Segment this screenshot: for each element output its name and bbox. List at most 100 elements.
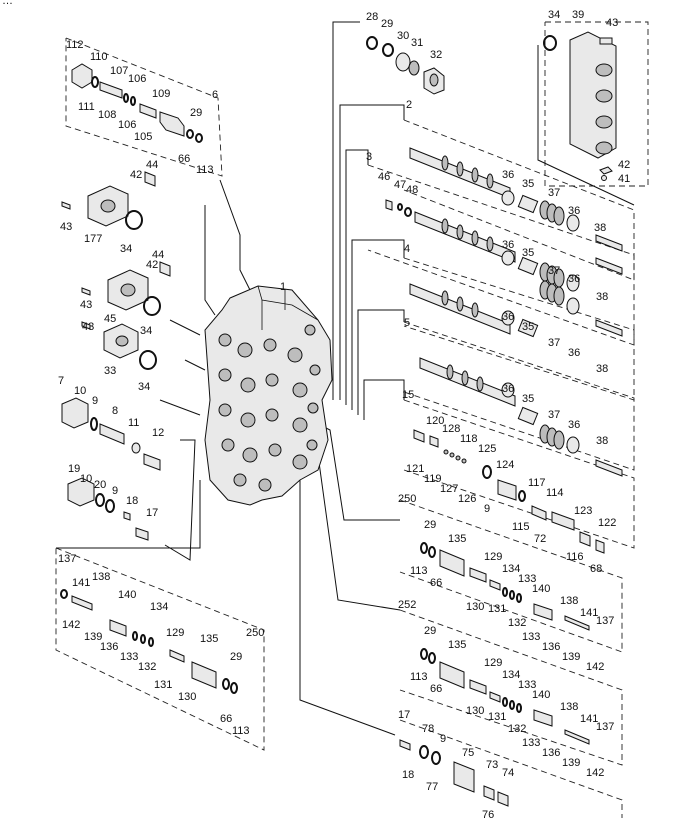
part-label: 36 xyxy=(568,273,580,285)
assembly-boxes xyxy=(55,21,649,818)
box-250-left xyxy=(55,547,265,751)
part-label: 130 xyxy=(466,601,484,613)
part-label: 120 xyxy=(426,415,444,427)
part-label: 131 xyxy=(154,679,172,691)
part-label: 138 xyxy=(560,701,578,713)
part-label: 31 xyxy=(411,37,423,49)
valve-19 xyxy=(67,477,149,541)
part-label: 129 xyxy=(484,657,502,669)
part-label: 29 xyxy=(381,18,393,30)
part-label: 75 xyxy=(462,747,474,759)
part-label: 17 xyxy=(398,709,410,721)
part-label: 117 xyxy=(528,477,546,489)
group-250-left xyxy=(60,589,238,694)
part-label: 177 xyxy=(84,233,102,245)
part-label: 77 xyxy=(426,781,438,793)
part-label: 142 xyxy=(586,661,604,673)
part-label: 42 xyxy=(146,259,158,271)
part-label: 137 xyxy=(58,553,76,565)
part-label: 141 xyxy=(72,577,90,589)
part-label: 34 xyxy=(140,325,152,337)
part-label: 133 xyxy=(518,679,536,691)
part-label: 38 xyxy=(596,435,608,447)
part-label: 44 xyxy=(152,249,164,261)
part-label: 140 xyxy=(532,689,550,701)
part-label: 35 xyxy=(522,178,534,190)
part-label: 68 xyxy=(590,563,602,575)
part-label: 29 xyxy=(190,107,202,119)
part-label: 37 xyxy=(548,265,560,277)
part-label: 115 xyxy=(512,521,530,533)
part-label: 2 xyxy=(406,99,412,111)
part-label: 9 xyxy=(112,485,118,497)
part-label: 11 xyxy=(128,417,139,429)
part-label: 135 xyxy=(448,533,466,545)
part-label: 134 xyxy=(150,601,168,613)
box-spool-3 xyxy=(367,164,635,346)
part-label: 42 xyxy=(130,169,142,181)
part-label: 76 xyxy=(482,809,494,821)
part-label: 73 xyxy=(486,759,498,771)
spool-4 xyxy=(409,280,623,338)
part-label: 36 xyxy=(568,347,580,359)
valve-body: 1 xyxy=(204,281,333,506)
part-label: 129 xyxy=(166,627,184,639)
part-label: 6 xyxy=(212,89,218,101)
box-15 xyxy=(403,399,635,549)
part-label: 126 xyxy=(458,493,476,505)
part-label: 12 xyxy=(152,427,164,439)
valve-7 xyxy=(61,397,161,471)
box-252 xyxy=(399,609,623,766)
part-label: 129 xyxy=(484,551,502,563)
part-label: 9 xyxy=(92,395,98,407)
part-label: 43 xyxy=(60,221,72,233)
part-label: 34 xyxy=(548,9,560,21)
part-label: 136 xyxy=(100,641,118,653)
part-label: 105 xyxy=(134,131,152,143)
part-label: 37 xyxy=(548,409,560,421)
part-label: 142 xyxy=(586,767,604,779)
part-label: 28 xyxy=(366,11,378,23)
part-label: 38 xyxy=(596,363,608,375)
box-relief-valve-6 xyxy=(65,37,223,177)
part-label: 42 xyxy=(618,159,630,171)
part-label: 140 xyxy=(118,589,136,601)
part-label: 134 xyxy=(502,669,520,681)
part-label: 132 xyxy=(508,723,526,735)
part-label: 113 xyxy=(196,164,214,176)
part-label: 66 xyxy=(220,713,232,725)
part-label: 136 xyxy=(542,747,560,759)
part-label: 109 xyxy=(152,88,170,100)
part-label: 10 xyxy=(74,385,86,397)
part-label: 44 xyxy=(146,159,158,171)
part-label: 43 xyxy=(80,299,92,311)
routing-lines xyxy=(56,21,635,736)
part-label: 66 xyxy=(430,577,442,589)
group-15 xyxy=(413,429,605,554)
valve-body-ports xyxy=(218,324,321,492)
top-cap-group xyxy=(366,36,445,95)
part-label: 137 xyxy=(596,721,614,733)
label-body: 1 xyxy=(280,281,286,293)
part-label: 36 xyxy=(502,239,514,251)
part-label: 35 xyxy=(522,393,534,405)
part-label: 37 xyxy=(548,187,560,199)
part-label: 78 xyxy=(422,723,434,735)
part-label: 29 xyxy=(424,519,436,531)
part-label: 135 xyxy=(448,639,466,651)
part-label: 123 xyxy=(574,505,592,517)
part-label: 119 xyxy=(424,473,442,485)
part-label: 36 xyxy=(502,311,514,323)
part-label: 128 xyxy=(442,423,460,435)
part-label: 36 xyxy=(568,205,580,217)
part-label: 113 xyxy=(410,671,428,683)
part-label: 15 xyxy=(402,389,414,401)
part-label: 66 xyxy=(430,683,442,695)
part-label: 29 xyxy=(424,625,436,637)
group-bottom xyxy=(399,739,509,807)
part-label: 18 xyxy=(402,769,414,781)
bracket-177 xyxy=(61,171,156,230)
part-label: 39 xyxy=(572,9,584,21)
part-label: 136 xyxy=(542,641,560,653)
